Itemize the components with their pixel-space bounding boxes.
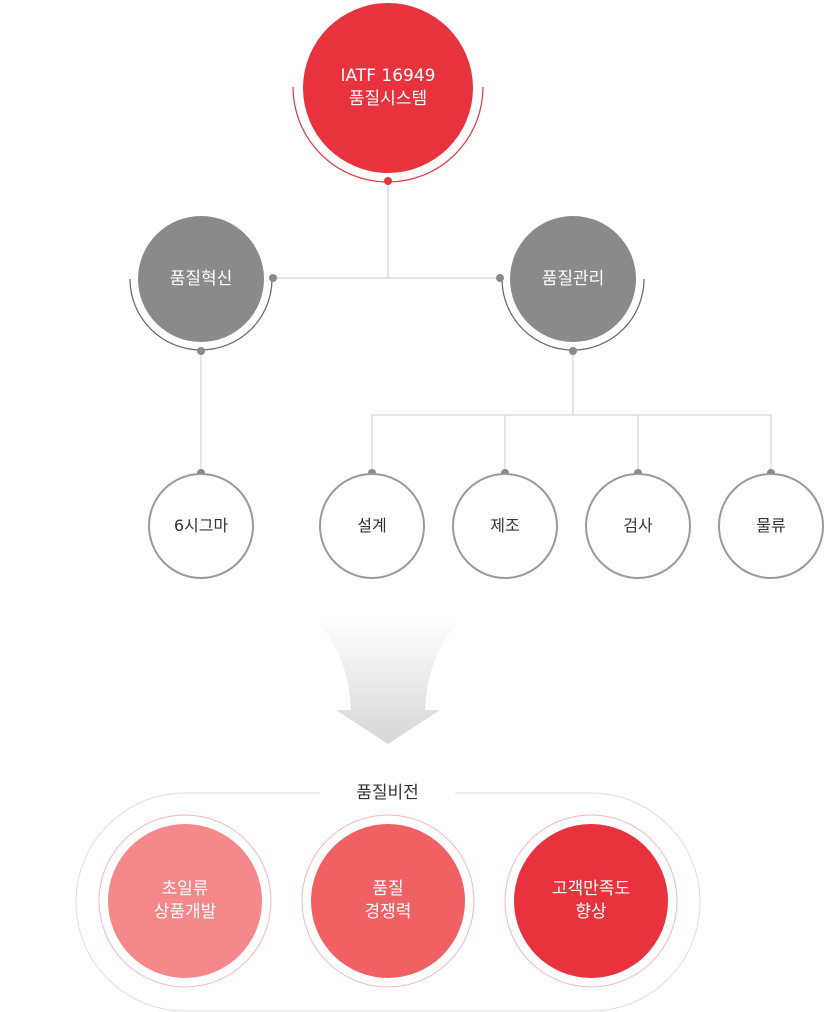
branch-node-management: 품질관리 [510,216,636,342]
vision-label: 초일류 상품개발 [153,879,217,922]
leaf-label: 설계 [357,516,387,536]
leaf-label: 검사 [623,516,653,536]
vision-item-quality-competitiveness: 품질 경쟁력 [311,824,465,978]
leaf-label: 6시그마 [173,516,229,536]
branch-label: 품질관리 [541,268,605,289]
connector-lines [200,181,772,473]
down-arrow-icon [312,618,464,744]
vision-ring-1 [98,814,272,988]
branch-node-innovation: 품질혁신 [138,216,264,342]
leaf-node-design: 설계 [319,473,425,579]
root-node: IATF 16949 품질시스템 [303,3,473,173]
leaf-node-six-sigma: 6시그마 [148,473,254,579]
vision-label: 품질 경쟁력 [364,879,412,922]
vision-ring-3 [504,814,678,988]
leaf-node-logistics: 물류 [718,473,824,579]
connector-dots [197,177,775,477]
vision-label: 고객만족도 향상 [551,879,631,922]
leaf-node-manufacturing: 제조 [452,473,558,579]
leaf-label: 제조 [490,516,520,536]
vision-title: 품질비전 [320,778,455,803]
branch-label: 품질혁신 [169,268,233,289]
leaf-node-inspection: 검사 [585,473,691,579]
vision-item-customer-satisfaction: 고객만족도 향상 [514,824,668,978]
root-label: IATF 16949 품질시스템 [340,66,436,109]
vision-item-product-development: 초일류 상품개발 [108,824,262,978]
leaf-label: 물류 [756,516,786,536]
vision-ring-2 [301,814,475,988]
